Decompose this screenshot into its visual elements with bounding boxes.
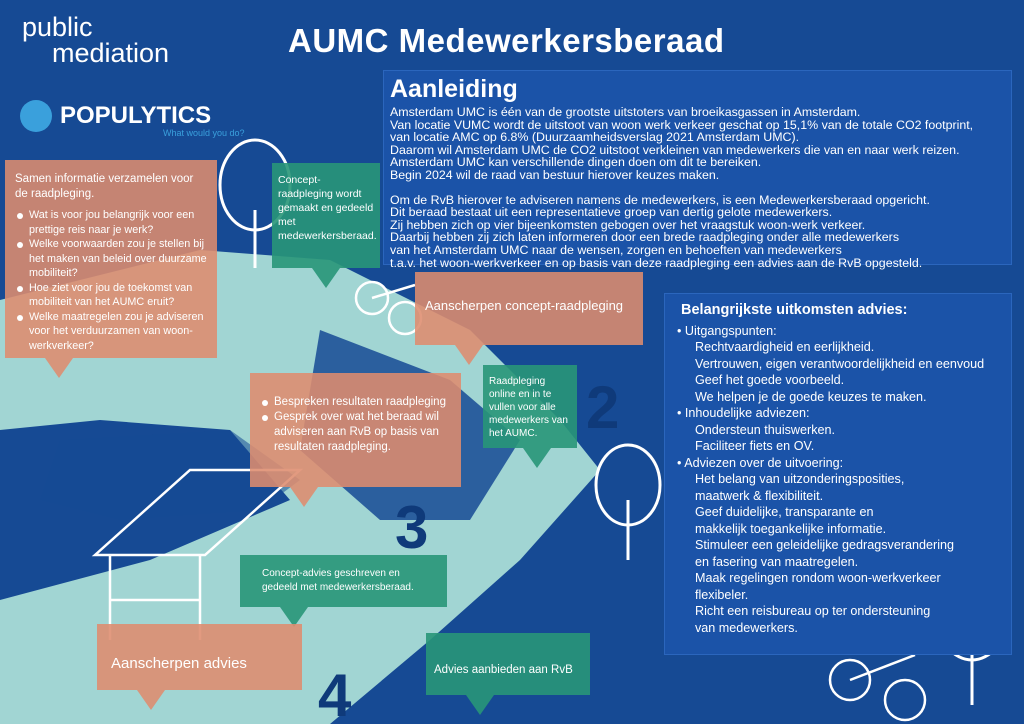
results-line: Ondersteun thuiswerken. bbox=[695, 422, 836, 437]
results-title: Belangrijkste uitkomsten advies: bbox=[681, 302, 908, 318]
text-line: Daarom wil Amsterdam UMC de CO2 uitstoot… bbox=[390, 142, 960, 157]
text-line: Dit beraad bestaat uit een representatie… bbox=[390, 205, 833, 220]
advies-aanbieden-callout: Advies aanbieden aan RvB bbox=[426, 633, 590, 715]
callout-text: Aanscherpen advies bbox=[111, 655, 247, 672]
callout-text: Aanscherpen concept-raadpleging bbox=[425, 298, 624, 313]
step1-callout: Samen informatie verzamelen voor de raad… bbox=[5, 160, 217, 378]
page-title: AUMC Medewerkersberaad bbox=[288, 22, 725, 59]
results-line: makkelijk toegankelijke informatie. bbox=[695, 521, 887, 536]
step-number-4: 4 bbox=[318, 662, 352, 724]
results-line: Maak regelingen rondom woon-werkverkeer bbox=[695, 571, 941, 585]
text-line: Om de RvB hierover te adviseren namens d… bbox=[390, 192, 930, 207]
concept-raadpleging-callout: Concept-raadpleging wordt gemaakt en ged… bbox=[272, 163, 380, 288]
step3-callout: Bespreken resultaten raadpleging Gesprek… bbox=[250, 373, 461, 507]
results-line: Stimuleer een geleidelijke gedragsverand… bbox=[695, 538, 955, 552]
results-group-head: • Adviezen over de uitvoering: bbox=[677, 455, 844, 470]
svg-text:4: 4 bbox=[318, 662, 352, 724]
text-line: Van locatie VUMC wordt de uitstoot van w… bbox=[390, 117, 974, 132]
results-line: Faciliteer fiets en OV. bbox=[695, 439, 815, 453]
svg-text:3: 3 bbox=[395, 494, 428, 561]
callout-text: Raadpleging online en in te vullen voor … bbox=[489, 376, 568, 439]
text-line: Amsterdam UMC kan verschillende dingen d… bbox=[390, 155, 762, 170]
results-line: Het belang van uitzonderingsposities, bbox=[695, 472, 905, 486]
callout-text: Advies aanbieden aan RvB bbox=[434, 664, 573, 676]
logo-text: mediation bbox=[52, 38, 170, 68]
list-item: Gesprek over wat het beraad wil advisere… bbox=[260, 410, 453, 455]
text-line: Zij hebben zich op vier bijeenkomsten ge… bbox=[390, 217, 866, 232]
results-line: van medewerkers. bbox=[695, 620, 798, 635]
raadpleging-online-callout: Raadpleging online en in te vullen voor … bbox=[483, 365, 577, 468]
public-mediation-logo: public mediation bbox=[22, 12, 170, 68]
populytics-icon bbox=[20, 100, 52, 132]
callout-text: Concept-raadpleging wordt gemaakt en ged… bbox=[278, 174, 377, 242]
logo-text: POPULYTICS bbox=[60, 102, 212, 129]
list-item: Hoe ziet voor jou de toekomst van mobili… bbox=[15, 281, 209, 310]
step-number-2: 2 bbox=[586, 374, 619, 441]
text-line: van locatie AMC op 6.8% (Duurzaamheidsve… bbox=[390, 130, 800, 145]
aanscherpen-raadpleging-callout: Aanscherpen concept-raadpleging bbox=[415, 272, 643, 365]
text-line: Daarbij hebben zij zich laten informeren… bbox=[390, 230, 900, 245]
logo-text: public bbox=[22, 12, 93, 42]
list-item: Welke voorwaarden zou je stellen bij het… bbox=[15, 237, 209, 281]
list-item: Welke maatregelen zou je adviseren voor … bbox=[15, 310, 209, 354]
results-line: Richt een reisbureau op ter ondersteunin… bbox=[695, 604, 931, 618]
step-number-3: 3 bbox=[395, 494, 428, 561]
results-line: Geef duidelijke, transparante en bbox=[695, 505, 874, 519]
svg-text:2: 2 bbox=[586, 374, 619, 441]
logo-tagline: What would you do? bbox=[163, 128, 245, 138]
results-line: We helpen je de goede keuzes te maken. bbox=[695, 389, 927, 404]
concept-advies-callout: Concept-advies geschreven en gedeeld met… bbox=[240, 555, 447, 627]
text-line: van het Amsterdam UMC naar de wensen, zo… bbox=[390, 242, 842, 257]
results-panel: Belangrijkste uitkomsten advies: • Uitga… bbox=[664, 293, 1012, 655]
results-line: en fasering van maatregelen. bbox=[695, 554, 859, 569]
text-line: Begin 2024 wil de raad van bestuur hiero… bbox=[390, 167, 720, 182]
aanleiding-title: Aanleiding bbox=[390, 75, 518, 103]
results-line: flexibeler. bbox=[695, 587, 749, 602]
callout-title: Samen informatie verzamelen voor de raad… bbox=[15, 173, 194, 200]
list-item: Bespreken resultaten raadpleging bbox=[260, 395, 453, 410]
results-line: maatwerk & flexibiliteit. bbox=[695, 488, 824, 503]
text-line: t.a.v. het woon-werkverkeer en op basis … bbox=[390, 255, 923, 270]
list-item: Wat is voor jou belangrijk voor een pret… bbox=[15, 208, 209, 237]
callout-text: Concept-advies geschreven en gedeeld met… bbox=[262, 568, 414, 593]
results-group-head: • Inhoudelijke adviezen: bbox=[677, 406, 810, 420]
results-line: Rechtvaardigheid en eerlijkheid. bbox=[695, 340, 875, 354]
aanleiding-panel: Aanleiding Amsterdam UMC is één van de g… bbox=[383, 70, 1012, 269]
results-line: Vertrouwen, eigen verantwoordelijkheid e… bbox=[695, 356, 985, 371]
text-line: Amsterdam UMC is één van de grootste uit… bbox=[390, 105, 861, 119]
aanscherpen-advies-callout: Aanscherpen advies bbox=[97, 624, 302, 710]
populytics-logo: POPULYTICS What would you do? bbox=[20, 100, 245, 138]
results-group-head: • Uitgangspunten: bbox=[677, 323, 777, 338]
results-line: Geef het goede voorbeeld. bbox=[695, 373, 845, 387]
